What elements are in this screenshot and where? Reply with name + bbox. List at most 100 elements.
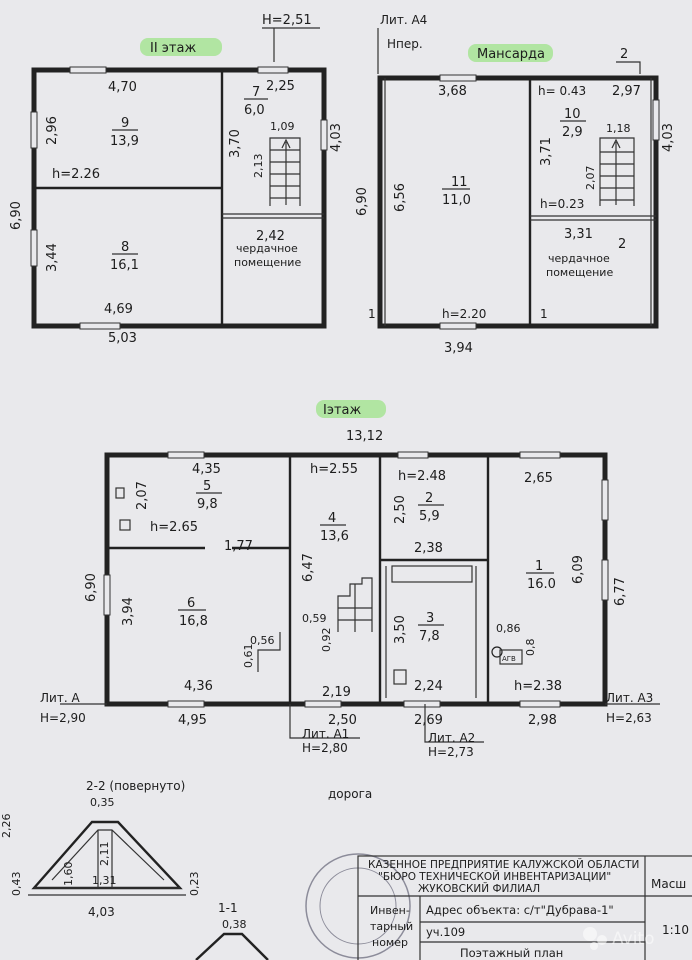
dim-2-25: 2,25: [266, 79, 295, 94]
f1-dim-3-50: 3,50: [393, 615, 408, 644]
room4-area: 13,6: [320, 529, 349, 544]
attic-stair: [599, 137, 635, 206]
room3-number: 3: [426, 611, 434, 626]
floor1-heading: Iэтаж: [323, 403, 362, 418]
attic-space-line2: помещение: [546, 266, 613, 279]
attic-dim-2-97: 2,97: [612, 84, 641, 99]
f1-dim-2-65: 2,65: [524, 471, 553, 486]
floor2-highlight: [140, 38, 222, 56]
room9-number: 9: [121, 116, 129, 131]
section-1-1: 1-1 0,38: [195, 901, 269, 960]
lit-a-height: H=2,90: [40, 711, 86, 725]
room9-area: 13,9: [110, 134, 139, 149]
f1-dim-4-35: 4,35: [192, 462, 221, 477]
attic-heading: Мансарда: [477, 47, 545, 62]
floor2-plan: H=2,51 4,70 2,96 9 13,9 h=2.26 6,90 3,44…: [9, 13, 344, 346]
dim-2-96: 2,96: [45, 116, 60, 145]
stamp-address: Адрес объекта: с/т"Дубрава-1": [426, 903, 614, 917]
attic-height-0-23: h=0.23: [540, 197, 584, 211]
stamp-plan-title: Поэтажный план: [460, 946, 563, 960]
attic-dim-6-56: 6,56: [393, 183, 408, 212]
dim-4-69: 4,69: [104, 302, 133, 317]
stamp-scale-label: Масш: [651, 877, 686, 891]
attic-dim-3-68: 3,68: [438, 84, 467, 99]
sink-fixture: [115, 487, 125, 499]
f1-dim-0-61: 0,61: [242, 644, 255, 669]
f1-dim-2-38: 2,38: [414, 541, 443, 556]
boiler-box: [499, 649, 523, 665]
attic-plan: Лит. А4 Hпер. 2 3,68 h= 0.43 2,97 6,90 6…: [355, 13, 676, 356]
stamp-inv-line2: тарный: [370, 920, 413, 933]
attic-dim-6-90: 6,90: [355, 187, 370, 216]
room3-area: 7,8: [419, 629, 440, 644]
bath-fixture: [391, 565, 473, 583]
attic-dim-3-31: 3,31: [564, 227, 593, 242]
attic-dim-2-mid: 2: [618, 237, 626, 252]
stamp-org-line2: "БЮРО ТЕХНИЧЕСКОЙ ИНВЕНТАРИЗАЦИИ": [378, 870, 611, 883]
stamp-scale-value: 1:10: [662, 923, 689, 937]
f1-dim-6-09: 6,09: [571, 555, 586, 584]
avito-watermark: Avito: [583, 927, 654, 950]
dim-5-03: 5,03: [108, 331, 137, 346]
room7-number: 7: [252, 85, 260, 100]
f1-dim-2-50-bottom: 2,50: [328, 713, 357, 728]
room5-number: 5: [203, 479, 211, 494]
f1-dim-6-47: 6,47: [301, 553, 316, 582]
s22-dim-2-26: 2,26: [0, 814, 13, 839]
floor1-plan: 13,12: [40, 429, 660, 759]
dim-6-90: 6,90: [9, 201, 24, 230]
room6-area: 16,8: [179, 614, 208, 629]
attic-dim-2-top: 2: [620, 47, 628, 62]
f1-dim-0-86: 0,86: [496, 622, 521, 635]
attic-height-0-43: h= 0.43: [538, 84, 586, 98]
section22-title: 2-2 (повернуто): [86, 779, 185, 793]
room6-number: 6: [187, 596, 195, 611]
attic-dim-2-07: 2,07: [584, 166, 597, 191]
f1-dim-2-19: 2,19: [322, 685, 351, 700]
s22-dim-0-35: 0,35: [90, 796, 115, 809]
room11-area: 11,0: [442, 193, 471, 208]
section-2-2: 2-2 (повернуто) 0,35 2,11 1,60 1,31 0,43…: [0, 779, 201, 919]
lit-a4-label: Лит. А4: [380, 13, 427, 27]
s22-dim-0-43: 0,43: [10, 872, 23, 897]
room10-area: 2,9: [562, 125, 583, 140]
floor2-stair: [269, 137, 301, 206]
f1-dim-3-94: 3,94: [121, 597, 136, 626]
room8-area: 16,1: [110, 258, 139, 273]
dim-3-70: 3,70: [228, 129, 243, 158]
floor1-stair: [337, 577, 373, 632]
lit-a3-height: H=2,63: [606, 711, 652, 725]
f1-height-2-55: h=2.55: [310, 462, 358, 477]
f1-dim-6-77: 6,77: [613, 577, 628, 606]
s22-dim-1-31: 1,31: [92, 874, 117, 887]
lit-a3-label: Лит. А3: [606, 691, 653, 705]
room5-area: 9,8: [197, 497, 218, 512]
f1-height-2-38: h=2.38: [514, 679, 562, 694]
boiler-marker: [491, 646, 503, 658]
road-label: дорога: [328, 787, 372, 801]
f1-dim-6-90: 6,90: [84, 573, 99, 602]
room4-number: 4: [328, 511, 336, 526]
f1-height-2-48: h=2.48: [398, 469, 446, 484]
f1-height-2-65: h=2.65: [150, 520, 198, 535]
f1-dim-2-24: 2,24: [414, 679, 443, 694]
boiler-label: АГВ: [502, 655, 516, 663]
stove-fixture: [119, 519, 131, 531]
attic-dim-1-mid: 1: [540, 307, 548, 321]
attic-dim-1-left: 1: [368, 307, 376, 321]
stamp-org-line1: КАЗЕННОЕ ПРЕДПРИЯТИЕ КАЛУЖСКОЙ ОБЛАСТИ: [368, 858, 639, 871]
attic-dim-4-03: 4,03: [661, 123, 676, 152]
title-block: КАЗЕННОЕ ПРЕДПРИЯТИЕ КАЛУЖСКОЙ ОБЛАСТИ "…: [305, 853, 692, 960]
room11-number: 11: [451, 175, 468, 190]
attic-space-line1: чердачное: [548, 252, 610, 265]
attic-dim-1-18: 1,18: [606, 122, 631, 135]
room2-area: 5,9: [419, 509, 440, 524]
s22-dim-4-03: 4,03: [88, 905, 115, 919]
f1-dim-0-92: 0,92: [320, 628, 333, 653]
lit-a2-label: Лит. А2: [428, 731, 475, 745]
dim-2-13: 2,13: [252, 154, 265, 179]
room10-number: 10: [564, 107, 581, 122]
attic-dim-3-94: 3,94: [444, 341, 473, 356]
dim-2-42: 2,42: [256, 229, 285, 244]
room7-area: 6,0: [244, 103, 265, 118]
